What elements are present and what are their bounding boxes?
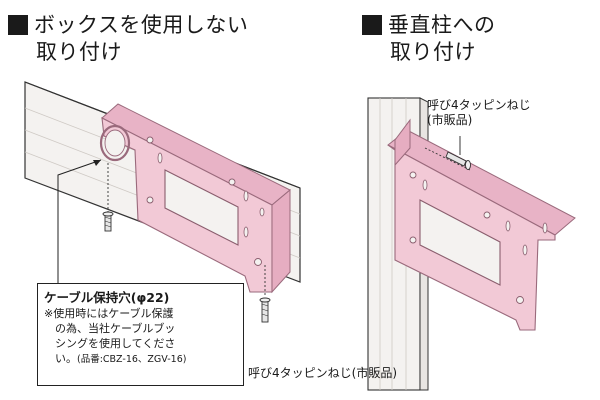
callout-note-line4-a: い。 — [55, 352, 77, 365]
right-screw-label-line1: 呼び4タッピンねじ — [427, 98, 531, 112]
right-screw-label-line2: (市販品) — [427, 113, 473, 127]
cable-hole-callout: ケーブル保持穴(φ22) ※使用時にはケーブル保護 の為、当社ケーブルブッ シン… — [37, 283, 244, 386]
screw-icon — [424, 147, 471, 171]
left-heading: ボックスを使用しない 取り付け — [8, 12, 248, 66]
right-heading-line2: 取り付け — [390, 40, 476, 64]
cable-holding-hole — [99, 124, 131, 162]
screw-icon — [102, 163, 114, 232]
left-heading-line1: ボックスを使用しない — [34, 13, 249, 37]
callout-note-line4: い。(品番:CBZ-16、ZGV-16) — [44, 351, 237, 367]
left-mounting-bracket — [101, 103, 291, 294]
callout-note-line3: シングを使用してくださ — [55, 337, 176, 350]
square-bullet-icon — [8, 15, 28, 35]
left-heading-line2: 取り付け — [36, 40, 122, 64]
screw-icon — [259, 265, 271, 323]
right-screw-label: 呼び4タッピンねじ (市販品) — [427, 98, 531, 128]
square-bullet-icon — [362, 15, 382, 35]
product-number: (品番:CBZ-16、ZGV-16) — [77, 354, 187, 365]
callout-title: ケーブル保持穴(φ22) — [44, 290, 170, 305]
callout-note-line2: の為、当社ケーブルブッ — [55, 322, 176, 335]
right-heading-line1: 垂直柱への — [388, 13, 496, 37]
callout-note-line1: ※使用時にはケーブル保護 — [44, 307, 174, 320]
right-heading: 垂直柱への 取り付け — [362, 12, 496, 66]
left-screw-label: 呼び4タッピンねじ(市販品) — [248, 366, 397, 380]
right-mounting-bracket — [387, 118, 576, 331]
